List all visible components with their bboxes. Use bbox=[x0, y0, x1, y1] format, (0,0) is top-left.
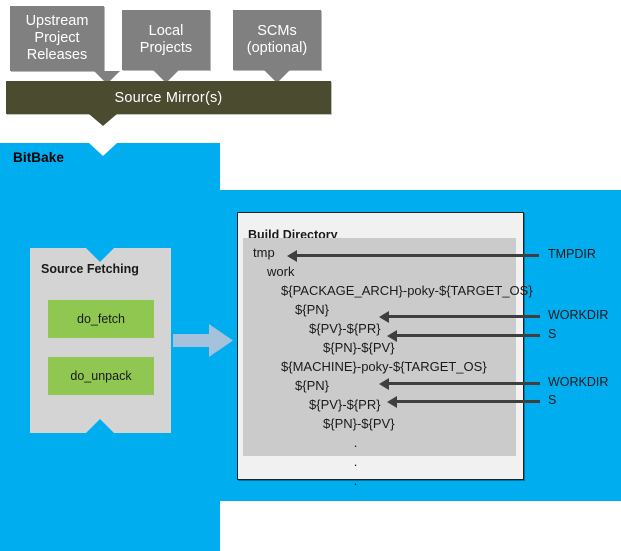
tree-row: ${PV}-${PR} bbox=[309, 321, 381, 336]
tree-ellipsis-dot: . bbox=[353, 435, 358, 450]
source-box-label: Local Projects bbox=[139, 23, 193, 56]
annotation-workdir-2: WORKDIR bbox=[548, 375, 609, 389]
tree-row: ${PV}-${PR} bbox=[309, 397, 381, 412]
source-box-local-projects: Local Projects bbox=[122, 10, 210, 70]
directory-tree: tmp work ${PACKAGE_ARCH}-poky-${TARGET_OS}… bbox=[243, 243, 533, 490]
source-box-label: SCMs (optional) bbox=[246, 23, 308, 56]
tree-row: tmp bbox=[253, 245, 275, 260]
tree-row: ${PN} bbox=[295, 302, 329, 317]
tree-row: ${PN}-${PV} bbox=[323, 416, 395, 431]
pointer-arrow-s-2-icon bbox=[387, 395, 540, 408]
tree-row: ${PN}-${PV} bbox=[323, 340, 395, 355]
tree-ellipsis-dot: . bbox=[353, 473, 358, 488]
notch-source-mirror-icon bbox=[89, 114, 117, 126]
pointer-arrow-workdir-2-icon bbox=[379, 377, 540, 390]
task-label: do_unpack bbox=[70, 369, 132, 383]
source-box-upstream-project-releases: Upstream Project Releases bbox=[10, 6, 104, 71]
annotation-s-2: S bbox=[548, 393, 557, 407]
bitbake-label: BitBake bbox=[13, 150, 64, 165]
annotation-s-1: S bbox=[548, 327, 557, 341]
task-box-do-fetch: do_fetch bbox=[48, 300, 154, 338]
source-mirror-label: Source Mirror(s) bbox=[114, 89, 223, 106]
pointer-arrow-s-1-icon bbox=[387, 329, 540, 342]
pointer-arrow-workdir-1-icon bbox=[379, 310, 540, 323]
tree-row: ${PACKAGE_ARCH}-poky-${TARGET_OS} bbox=[281, 283, 533, 298]
source-box-label: Upstream Project Releases bbox=[25, 13, 89, 63]
task-box-do-unpack: do_unpack bbox=[48, 357, 154, 395]
pointer-arrow-tmpdir-icon bbox=[287, 249, 539, 262]
source-mirror-bar: Source Mirror(s) bbox=[6, 81, 331, 114]
tree-row: ${PN} bbox=[295, 378, 329, 393]
task-label: do_fetch bbox=[77, 312, 125, 326]
tree-row: work bbox=[267, 264, 295, 279]
annotation-tmpdir: TMPDIR bbox=[548, 247, 596, 261]
source-fetching-panel bbox=[30, 248, 171, 433]
directory-tree-panel bbox=[243, 238, 516, 456]
tree-ellipsis-dot: . bbox=[353, 454, 358, 469]
annotation-workdir-1: WORKDIR bbox=[548, 308, 609, 322]
source-box-scms-optional: SCMs (optional) bbox=[233, 10, 321, 70]
source-fetching-title: Source Fetching bbox=[41, 262, 139, 276]
tree-row: ${MACHINE}-poky-${TARGET_OS} bbox=[281, 359, 487, 374]
